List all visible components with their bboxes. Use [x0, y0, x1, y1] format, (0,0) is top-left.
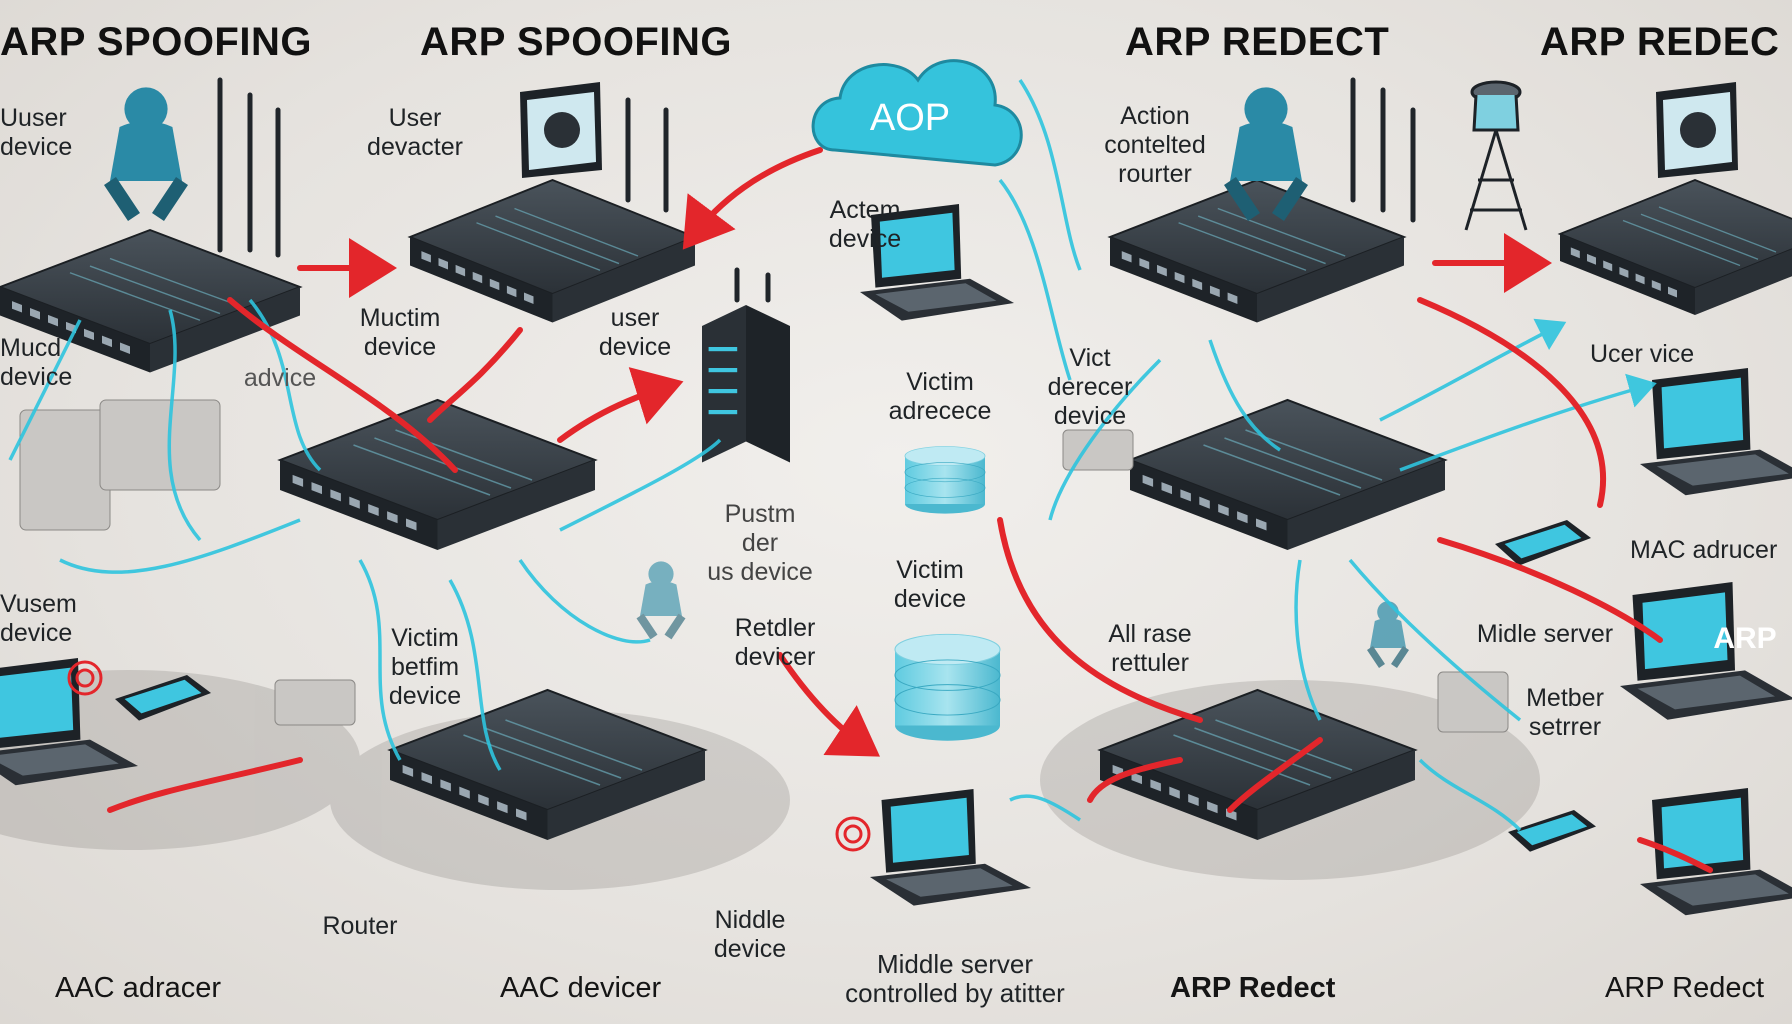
router-far-right [1559, 179, 1792, 316]
footer-aac-adracer: AAC adracer [55, 972, 222, 1004]
label-user-device-2: user device [598, 304, 672, 361]
label-victim-device: Victim device [893, 556, 967, 613]
label-muctim-device: Muctim device [359, 304, 441, 361]
laptop-right-middle [1640, 368, 1792, 496]
label-router: Router [322, 912, 398, 940]
label-advice: advice [243, 364, 317, 392]
cyan-cables [8, 79, 1657, 832]
hacker-figure-left [110, 87, 182, 217]
hacker-figure-small [640, 561, 682, 637]
cloud-icon [811, 59, 1023, 167]
router-top-right [1109, 179, 1405, 324]
heading-arp-spoofing-2: ARP SPOOFING [420, 20, 732, 64]
label-actem-device: Actem device [828, 196, 902, 253]
monitor-top-second [520, 82, 602, 178]
footer-aac-devicer: AAC devicer [500, 972, 662, 1004]
label-ucer-vice: Ucer vice [1590, 340, 1695, 368]
label-user-devacter: User devacter [367, 104, 463, 161]
heading-arp-spoofing-1: ARP SPOOFING [0, 20, 312, 64]
laptop-screen-text: ARP [1713, 622, 1776, 655]
user-figure-small [1370, 601, 1406, 666]
router-right-center [1128, 398, 1447, 552]
label-vusem-device: Vusem device [0, 590, 77, 647]
tower-icon [1464, 80, 1528, 231]
adapter-boxes [19, 399, 1509, 733]
heading-arp-redec: ARP REDEC [1540, 20, 1780, 64]
monitor-far-right [1656, 82, 1738, 178]
label-retdler-devicer: Retdler devicer [734, 614, 816, 671]
phone-right [1495, 520, 1591, 566]
heading-arp-redect: ARP REDECT [1125, 20, 1390, 64]
label-victim-adrecece: Victim adrecece [888, 368, 992, 425]
label-mac-adrucer: MAC adrucer [1630, 536, 1778, 564]
label-pustm-device: Pustm der us device [707, 500, 813, 586]
cloud-label: AOP [870, 97, 950, 139]
antennas [217, 77, 1416, 303]
database-cylinder-top [904, 445, 986, 514]
label-metber-setrrer: Metber setrrer [1526, 684, 1604, 741]
server-rack [702, 305, 790, 463]
label-all-rase-rettuler: All rase rettuler [1108, 620, 1192, 677]
database-cylinder-bottom [894, 633, 1001, 742]
label-action-router: Action contelted rourter [1104, 102, 1206, 188]
label-vict-derecer-device: Vict derecer device [1047, 344, 1133, 430]
label-victim-betfim-device: Victim betfim device [388, 624, 462, 710]
label-midle-server: Midle server [1476, 620, 1614, 648]
red-arrows [107, 147, 1713, 873]
label-niddle-device: Niddle device [713, 906, 787, 963]
footer-arp-redect-1: ARP Redect [1170, 972, 1336, 1004]
router-top-second [409, 179, 696, 324]
footer-arp-redect-2: ARP Redect [1605, 972, 1765, 1004]
router-center [278, 398, 597, 552]
label-mucd-device: Mucd device [0, 334, 73, 391]
laptop-center-bottom [870, 789, 1031, 906]
label-user-device: Uuser device [0, 104, 73, 161]
target-ring-icons [67, 660, 871, 852]
footer-middle-server: Middle server controlled by atitter [845, 949, 1065, 1008]
